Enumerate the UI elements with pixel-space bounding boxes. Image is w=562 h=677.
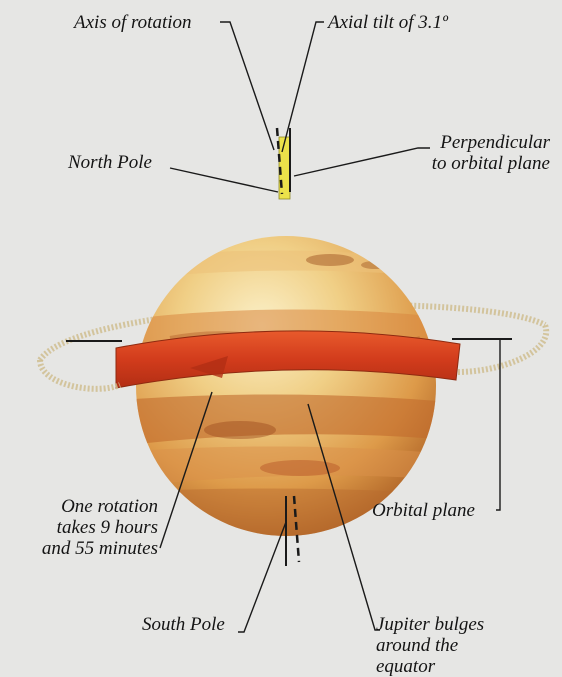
leader-south-pole: [238, 522, 286, 632]
label-one-rotation-line-1: One rotation: [10, 496, 158, 517]
label-jupiter-bulges: Jupiter bulges around the equator: [376, 614, 484, 677]
label-perpendicular-line-1: Perpendicular: [400, 132, 550, 153]
label-bulges-line-3: equator: [376, 656, 484, 677]
label-bulges-line-1: Jupiter bulges: [376, 614, 484, 635]
label-bulges-line-2: around the: [376, 635, 484, 656]
label-south-pole: South Pole: [142, 614, 225, 635]
label-north-pole: North Pole: [68, 152, 152, 173]
leader-north-pole: [170, 168, 278, 192]
label-one-rotation-line-2: takes 9 hours: [10, 517, 158, 538]
leader-axis-rotation: [220, 22, 274, 150]
orbit-ring-front: [40, 360, 120, 389]
label-perpendicular-line-2: to orbital plane: [400, 153, 550, 174]
jupiter-planet: [120, 236, 450, 540]
leader-axial-tilt: [282, 22, 324, 152]
label-perpendicular: Perpendicular to orbital plane: [400, 132, 550, 174]
label-axis-of-rotation: Axis of rotation: [74, 12, 192, 33]
label-one-rotation: One rotation takes 9 hours and 55 minute…: [10, 496, 158, 559]
orbit-ring-front-right: [458, 325, 546, 372]
label-one-rotation-line-3: and 55 minutes: [10, 538, 158, 559]
label-orbital-plane: Orbital plane: [372, 500, 475, 521]
label-axial-tilt: Axial tilt of 3.1º: [328, 12, 448, 33]
